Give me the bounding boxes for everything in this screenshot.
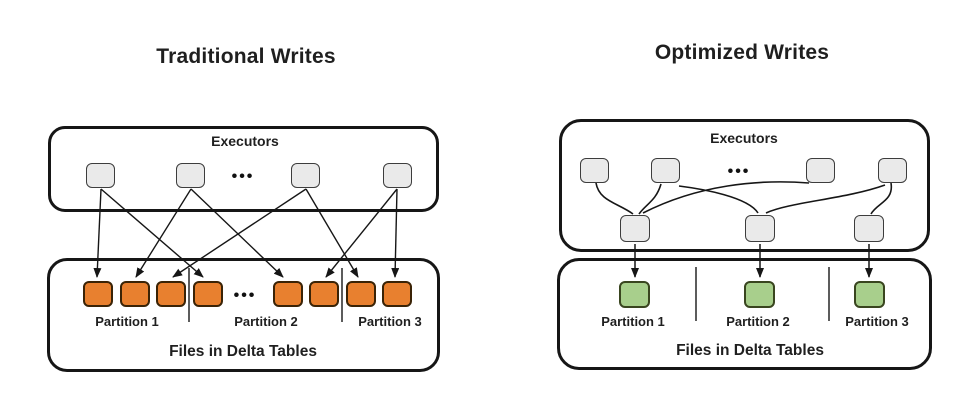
executor-box bbox=[176, 163, 205, 188]
partition-label: Partition 1 bbox=[601, 314, 665, 329]
left-files-ellipsis-icon: ••• bbox=[233, 287, 257, 304]
partition-file-box bbox=[346, 281, 376, 307]
executor-box bbox=[291, 163, 320, 188]
right-executors-ellipsis-icon: ••• bbox=[727, 163, 751, 180]
left-write-arrows bbox=[93, 188, 400, 278]
shuffle-task-box bbox=[745, 215, 775, 242]
partition-file-box bbox=[120, 281, 150, 307]
right-partition-dividers bbox=[695, 267, 830, 321]
shuffle-task-box bbox=[620, 215, 650, 242]
shuffle-task-box bbox=[854, 215, 884, 242]
partition-file-box bbox=[744, 281, 775, 308]
optimized-writes-title: Optimized Writes bbox=[654, 41, 830, 64]
traditional-writes-title: Traditional Writes bbox=[156, 45, 336, 68]
left-partition-dividers bbox=[188, 268, 343, 322]
executor-box bbox=[806, 158, 835, 183]
partition-file-box bbox=[382, 281, 412, 307]
right-executors-label: Executors bbox=[710, 130, 778, 146]
executor-box bbox=[580, 158, 609, 183]
partition-label: Partition 1 bbox=[95, 314, 159, 329]
right-shuffle-curves bbox=[595, 181, 893, 215]
partition-file-box bbox=[83, 281, 113, 307]
partition-label: Partition 3 bbox=[358, 314, 422, 329]
executor-box bbox=[878, 158, 907, 183]
partition-label: Partition 3 bbox=[845, 314, 909, 329]
right-write-arrows bbox=[631, 244, 873, 278]
executor-box bbox=[383, 163, 412, 188]
partition-label: Partition 2 bbox=[726, 314, 790, 329]
partition-file-box bbox=[619, 281, 650, 308]
left-files-container bbox=[47, 258, 440, 372]
partition-file-box bbox=[309, 281, 339, 307]
left-executors-label: Executors bbox=[211, 133, 279, 149]
files-in-delta-tables-label: Files in Delta Tables bbox=[676, 342, 824, 359]
executor-box bbox=[86, 163, 115, 188]
files-in-delta-tables-label: Files in Delta Tables bbox=[169, 343, 317, 360]
partition-file-box bbox=[273, 281, 303, 307]
partition-file-box bbox=[193, 281, 223, 307]
partition-label: Partition 2 bbox=[234, 314, 298, 329]
executor-box bbox=[651, 158, 680, 183]
partition-file-box bbox=[854, 281, 885, 308]
left-executors-ellipsis-icon: ••• bbox=[231, 168, 255, 185]
partition-file-box bbox=[156, 281, 186, 307]
